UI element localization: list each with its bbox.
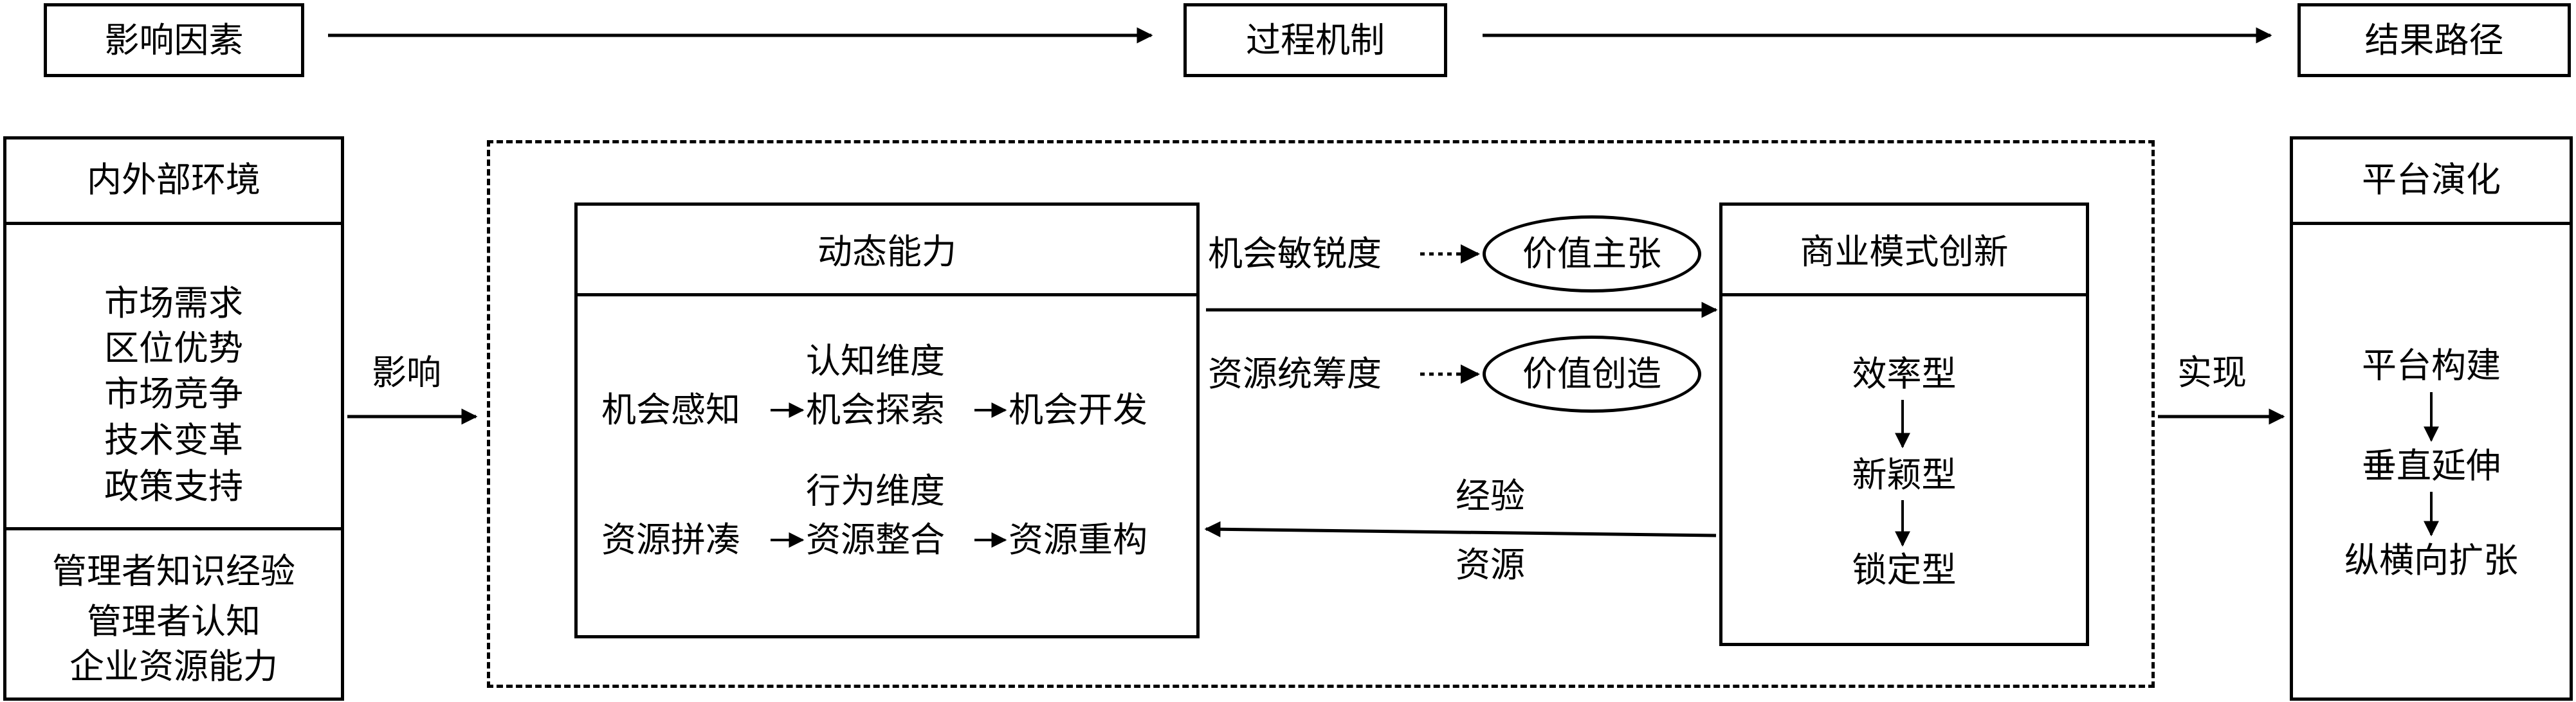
value-proposition-label: 价值主张 (1522, 233, 1661, 274)
dynamic-title: 动态能力 (818, 231, 956, 272)
environment-box (3, 136, 344, 701)
value-proposition-ellipse: 价值主张 (1483, 215, 1701, 292)
cognitive-dimension-label: 认知维度 (806, 341, 945, 381)
platform-stage: 纵横向扩张 (2344, 540, 2518, 580)
dynamic-row2-item: 资源拼凑 (601, 519, 740, 560)
dynamic-title-divider (574, 293, 1200, 296)
bmi-type: 锁定型 (1852, 550, 1957, 590)
dynamic-row1-item: 机会开发 (1009, 390, 1147, 430)
bmi-box (1719, 203, 2089, 646)
environment-title: 内外部环境 (87, 159, 260, 200)
header-factors-label: 影响因素 (104, 19, 244, 60)
bmi-type: 新颖型 (1852, 455, 1957, 495)
value-creation-label: 价值创造 (1522, 354, 1661, 394)
bmi-to-dynamic-arrow (1204, 521, 1717, 537)
resource-coordination-label: 资源统筹度 (1208, 354, 1382, 394)
environment-section-divider (3, 527, 344, 530)
env-external-item: 市场竞争 (104, 374, 243, 414)
env-external-item: 政策支持 (104, 466, 243, 507)
header-results-box: 结果路径 (2297, 3, 2571, 77)
experience-label: 经验 (1456, 476, 1525, 516)
platform-title-divider (2290, 222, 2573, 225)
behavior-dimension-label: 行为维度 (806, 471, 945, 511)
env-internal-item: 管理者知识经验 (52, 551, 295, 591)
bmi-type: 效率型 (1852, 354, 1957, 394)
realize-label: 实现 (2177, 352, 2247, 393)
header-process-label: 过程机制 (1246, 19, 1385, 60)
header-factors-box: 影响因素 (44, 3, 304, 77)
header-results-label: 结果路径 (2364, 19, 2504, 60)
bmi-title-divider (1719, 293, 2089, 296)
platform-stage: 平台构建 (2362, 345, 2501, 386)
dynamic-row1-item: 机会感知 (601, 390, 740, 430)
value-creation-ellipse: 价值创造 (1483, 336, 1701, 413)
dynamic-row2-item: 资源整合 (806, 519, 945, 560)
env-external-item: 技术变革 (104, 420, 243, 460)
process-frame (487, 140, 2155, 688)
dynamic-row1-item: 机会探索 (806, 390, 945, 430)
influence-label: 影响 (372, 352, 441, 393)
platform-title: 平台演化 (2362, 159, 2501, 200)
environment-title-divider (3, 222, 344, 225)
env-internal-item: 企业资源能力 (69, 646, 278, 687)
dynamic-row2-item: 资源重构 (1009, 519, 1147, 560)
bmi-title: 商业模式创新 (1800, 231, 2009, 272)
opportunity-sensitivity-label: 机会敏锐度 (1208, 233, 1382, 274)
env-external-item: 市场需求 (104, 283, 243, 323)
platform-stage: 垂直延伸 (2362, 446, 2501, 486)
env-internal-item: 管理者认知 (87, 601, 260, 642)
env-external-item: 区位优势 (104, 328, 243, 368)
dynamic-capability-box (574, 203, 1200, 638)
header-process-box: 过程机制 (1183, 3, 1447, 77)
resources-label: 资源 (1456, 544, 1525, 585)
